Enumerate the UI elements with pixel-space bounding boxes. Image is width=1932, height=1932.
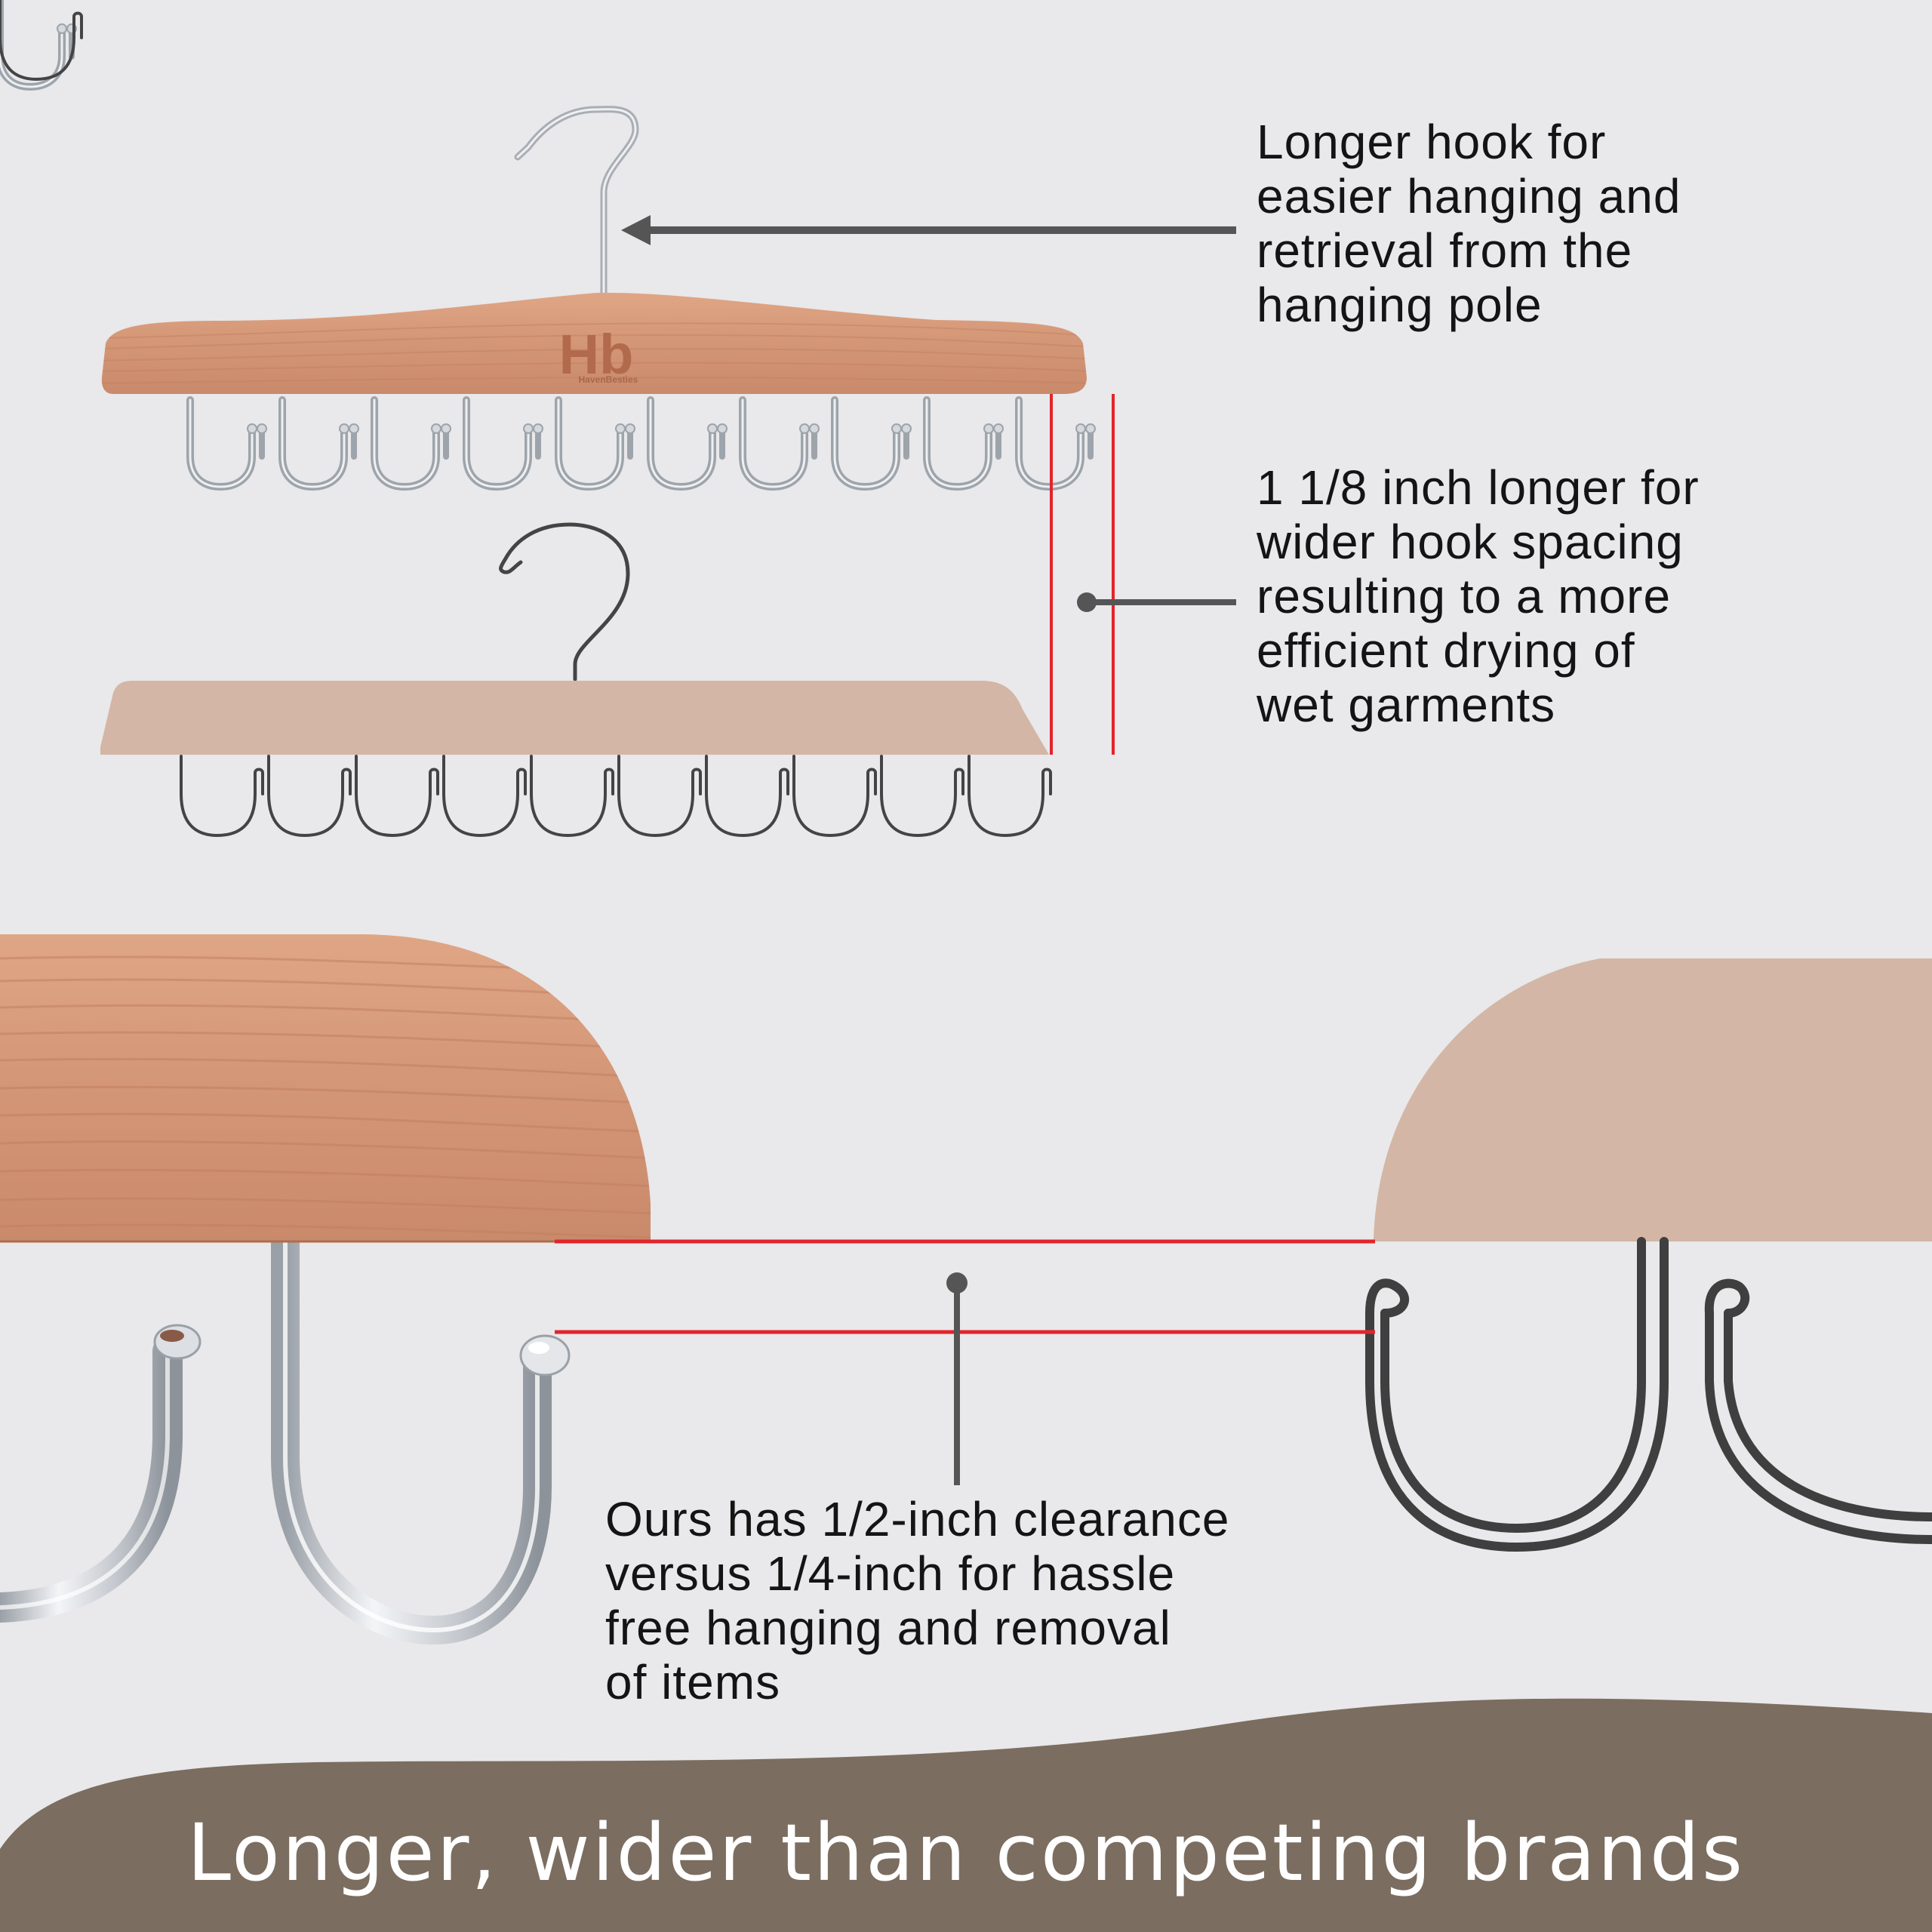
dot-pointer-icon	[1077, 592, 1236, 612]
arrow-left-icon	[621, 215, 1236, 245]
competitor-hook-row	[0, 0, 1052, 837]
callout-line: wider hook spacing	[1257, 515, 1684, 569]
callout-line: retrieval from the	[1257, 223, 1633, 278]
dot-pointer-icon	[946, 1272, 968, 1485]
callout-hook-spacing: 1 1/8 inch longer for wider hook spacing…	[1257, 460, 1700, 732]
our-hanger-top: Hb HavenBesties	[0, 0, 1095, 487]
our-hanger-closeup	[0, 934, 651, 1645]
our-hook-row	[0, 0, 1095, 487]
callout-line: 1 1/8 inch longer for	[1257, 460, 1700, 515]
callout-clearance: Ours has 1/2-inch clearance versus 1/4-i…	[605, 1492, 1229, 1709]
callout-line: Ours has 1/2-inch clearance	[605, 1492, 1230, 1546]
brand-logo: Hb HavenBesties	[559, 323, 638, 386]
callout-line: free hanging and removal	[605, 1601, 1171, 1655]
clearance-measure-lines	[555, 1239, 1375, 1334]
callout-line: efficient drying of	[1257, 623, 1635, 678]
competitor-hanger-closeup	[1365, 958, 1932, 1552]
svg-text:Hb: Hb	[559, 323, 634, 386]
callout-line: hanging pole	[1257, 278, 1543, 332]
hanger-hook-icon	[499, 522, 630, 681]
callout-line: wet garments	[1257, 678, 1556, 732]
callout-longer-hook: Longer hook for easier hanging and retri…	[1257, 115, 1681, 332]
footer-band	[0, 1698, 1932, 1932]
callout-line: resulting to a more	[1257, 569, 1672, 623]
width-measure-lines	[1050, 394, 1115, 755]
competitor-hanger-top	[0, 0, 1052, 837]
our-hanger-wood	[101, 292, 1087, 394]
footer-title: Longer, wider than competing brands	[186, 1807, 1746, 1899]
svg-text:HavenBesties: HavenBesties	[579, 374, 638, 385]
callout-line: Longer hook for	[1257, 115, 1607, 169]
callout-line: versus 1/4-inch for hassle	[605, 1546, 1176, 1601]
callout-line: easier hanging and	[1257, 169, 1681, 223]
callout-line: of items	[605, 1655, 781, 1709]
